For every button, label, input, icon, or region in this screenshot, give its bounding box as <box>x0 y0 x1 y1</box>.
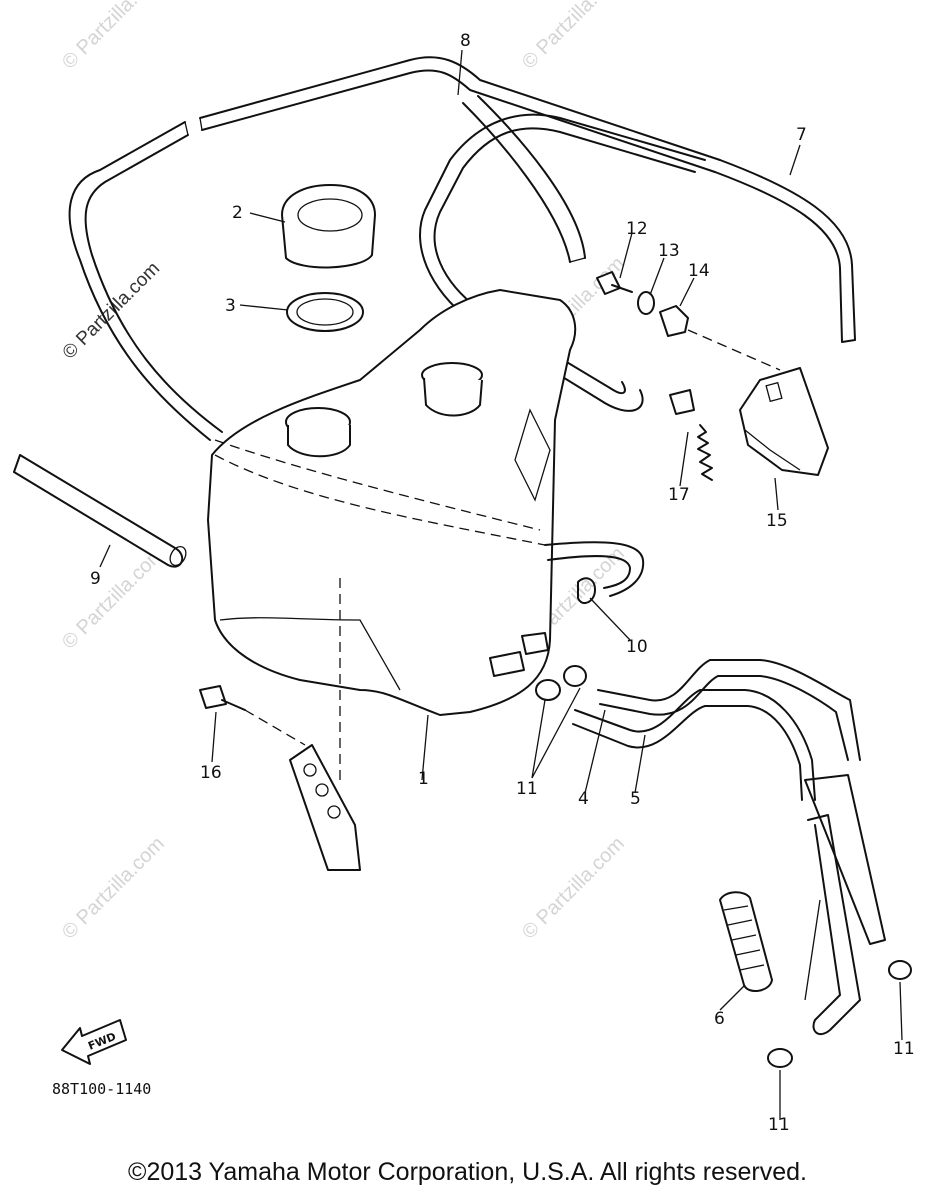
watermark: © Partzilla.com <box>58 543 169 654</box>
parts-diagram: © Partzilla.com © Partzilla.com © Partzi… <box>13 0 915 1135</box>
callout-1: 1 <box>418 769 429 789</box>
hose-5 <box>572 689 886 1036</box>
callout-3: 3 <box>225 296 236 316</box>
leader-lines <box>99 49 903 1120</box>
nut-14 <box>659 305 689 337</box>
watermark: © Partzilla.com <box>58 0 169 74</box>
watermark: © Partzilla.com <box>59 258 164 363</box>
clamps-11 <box>489 632 587 701</box>
callout-8: 8 <box>460 31 471 51</box>
washer-13 <box>637 291 655 315</box>
oil-tank <box>207 289 645 780</box>
screw-17 <box>669 389 713 481</box>
copyright-notice: ©2013 Yamaha Motor Corporation, U.S.A. A… <box>128 1158 807 1186</box>
callout-5: 5 <box>630 789 641 809</box>
callout-7: 7 <box>796 125 807 145</box>
fwd-arrow-icon: FWD <box>61 1019 127 1065</box>
callout-2: 2 <box>232 203 243 223</box>
callout-4: 4 <box>578 789 589 809</box>
bolt-12 <box>596 271 633 295</box>
cap-2 <box>281 184 376 269</box>
callout-10: 10 <box>626 637 648 657</box>
callout-12: 12 <box>626 219 648 239</box>
stay-bracket <box>289 744 361 871</box>
hose-4 <box>597 659 861 761</box>
callout-labels: 2 3 8 7 12 13 14 17 15 9 10 11 4 5 1 16 … <box>90 31 915 1135</box>
callout-15: 15 <box>766 511 788 531</box>
callout-9: 9 <box>90 569 101 589</box>
callout-11-bottom: 11 <box>768 1115 790 1135</box>
callout-11-right: 11 <box>893 1039 915 1059</box>
watermark: © Partzilla.com <box>58 833 169 944</box>
diagram-code: 88T100-1140 <box>52 1080 151 1098</box>
callout-6: 6 <box>714 1009 725 1029</box>
ring-3 <box>286 292 364 332</box>
callout-13: 13 <box>658 241 680 261</box>
bracket-15 <box>739 367 829 476</box>
pipe-9 <box>13 454 187 568</box>
spring-6 <box>719 891 773 992</box>
callout-11-upper: 11 <box>516 779 538 799</box>
callout-17: 17 <box>668 485 690 505</box>
watermark: © Partzilla.com <box>518 833 629 944</box>
watermark: © Partzilla.com <box>518 0 629 74</box>
hose-7 <box>419 113 856 412</box>
clip-10 <box>577 577 596 605</box>
leader-line <box>687 329 781 371</box>
callout-14: 14 <box>688 261 710 281</box>
clamp-11-lower <box>767 960 912 1068</box>
callout-16: 16 <box>200 763 222 783</box>
bolt-16 <box>199 685 306 746</box>
hose-8 <box>68 56 721 441</box>
